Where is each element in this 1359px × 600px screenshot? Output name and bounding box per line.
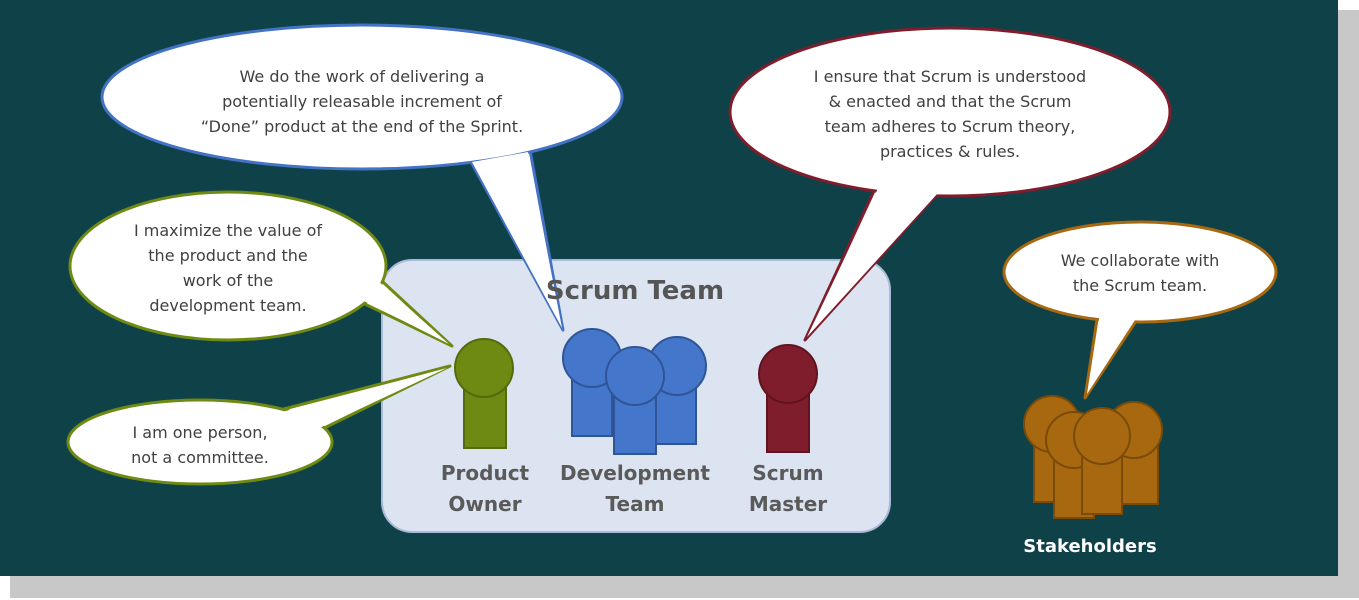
- bubble-line: We collaborate with: [1060, 251, 1220, 270]
- scrum-master-label: Scrum Master: [733, 458, 843, 520]
- development-team-bubble-text: We do the work of delivering a potential…: [152, 64, 572, 139]
- product-owner-value-speech-bubble: [68, 190, 454, 348]
- label-line: Product: [440, 461, 530, 485]
- product-owner-figure: [454, 338, 514, 449]
- product-owner-value-bubble-text: I maximize the value of the product and …: [98, 218, 358, 318]
- bubble-line: the product and the: [148, 246, 308, 265]
- label-line: Development: [560, 461, 710, 485]
- bubble-line: development team.: [149, 296, 307, 315]
- bubble-line: We do the work of delivering a: [239, 67, 485, 86]
- product-owner-person-bubble-text: I am one person, not a committee.: [100, 420, 300, 470]
- scrum-team-title: Scrum Team: [545, 276, 725, 306]
- bubble-line: team adheres to Scrum theory,: [824, 117, 1076, 136]
- bubble-line: I maximize the value of: [133, 221, 323, 240]
- scrum-master-figure: [758, 344, 818, 453]
- bubble-line: “Done” product at the end of the Sprint.: [200, 117, 524, 136]
- stakeholders-speech-bubble: [1002, 220, 1278, 400]
- stakeholders-label: Stakeholders: [1023, 536, 1157, 557]
- product-owner-person-speech-bubble: [66, 364, 452, 486]
- bubble-line: I ensure that Scrum is understood: [813, 67, 1087, 86]
- label-line: Scrum: [752, 461, 824, 485]
- development-team-speech-bubble: [100, 23, 624, 332]
- bubble-line: I am one person,: [132, 423, 268, 442]
- stakeholders-figure: [1023, 395, 1163, 519]
- scrum-master-bubble-text: I ensure that Scrum is understood & enac…: [780, 64, 1120, 164]
- product-owner-label: Product Owner: [425, 458, 545, 520]
- bubble-line: & enacted and that the Scrum: [828, 92, 1072, 111]
- label-line: Team: [605, 492, 665, 516]
- development-team-figure: [562, 328, 707, 455]
- label-line: Owner: [448, 492, 522, 516]
- bubble-line: the Scrum team.: [1072, 276, 1208, 295]
- bubble-line: practices & rules.: [879, 142, 1021, 161]
- bubble-line: work of the: [182, 271, 274, 290]
- development-team-label: Development Team: [550, 458, 720, 520]
- label-line: Master: [748, 492, 828, 516]
- scrum-master-speech-bubble: [728, 26, 1172, 342]
- bubble-line: potentially releasable increment of: [222, 92, 502, 111]
- bubble-line: not a committee.: [131, 448, 269, 467]
- stakeholders-bubble-text: We collaborate with the Scrum team.: [1030, 248, 1250, 298]
